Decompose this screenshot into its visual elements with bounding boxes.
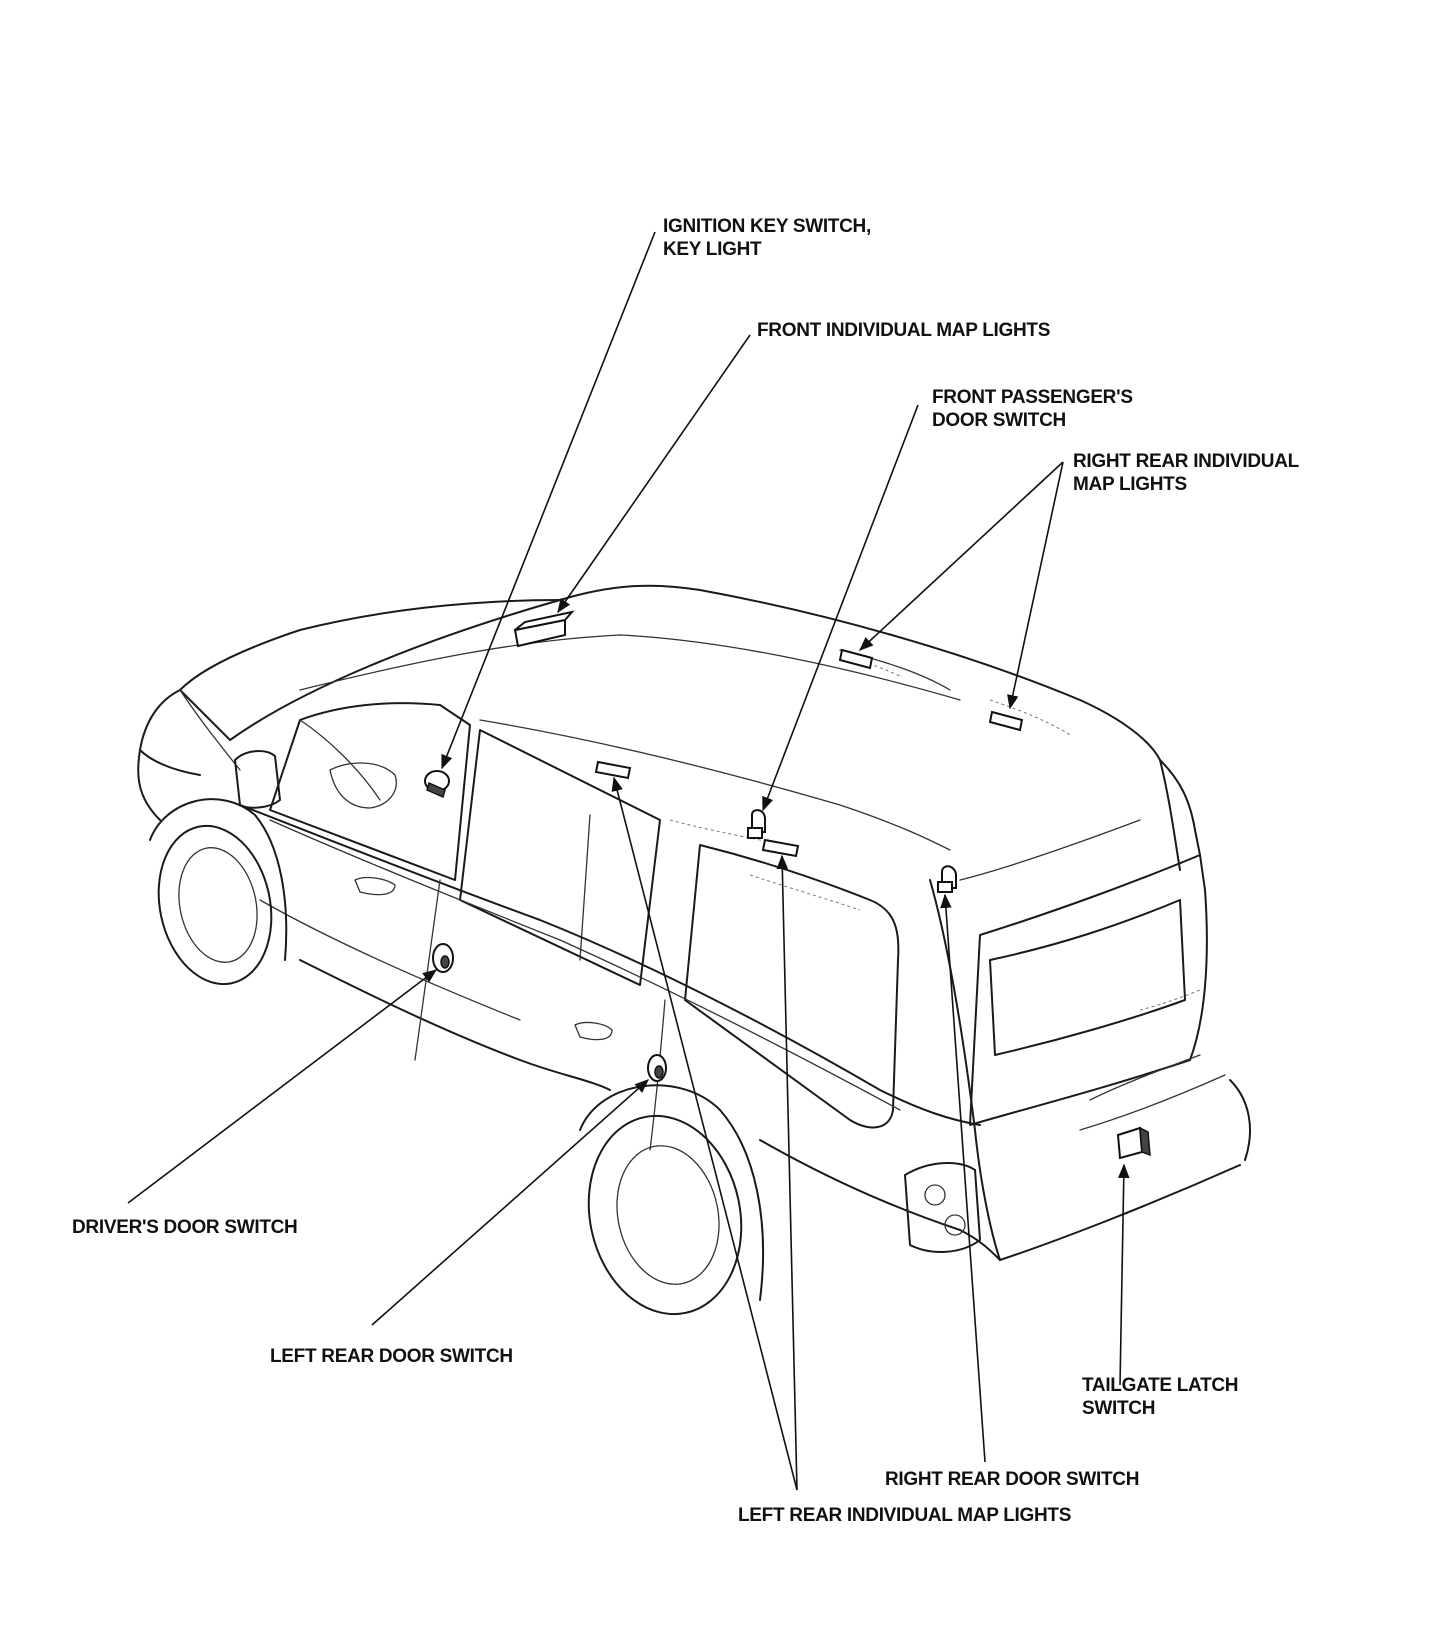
- right-rear-door-switch-icon: [937, 865, 957, 893]
- leader-lines: [127, 231, 1130, 1491]
- label-ignition-key-switch-line2: KEY LIGHT: [663, 239, 762, 260]
- vehicle-outline: [137, 584, 1251, 1316]
- label-front-map-lights: FRONT INDIVIDUAL MAP LIGHTS: [757, 320, 1050, 341]
- label-front-passenger-door-switch-line1: FRONT PASSENGER'S: [932, 387, 1133, 408]
- label-right-rear-door-switch: RIGHT REAR DOOR SWITCH: [885, 1469, 1139, 1490]
- label-left-rear-map-lights: LEFT REAR INDIVIDUAL MAP LIGHTS: [738, 1505, 1071, 1526]
- left-rear-map-light-2-icon: [761, 838, 800, 858]
- front-passenger-door-switch-icon: [747, 809, 766, 839]
- label-right-rear-map-lights-line2: MAP LIGHTS: [1073, 474, 1187, 495]
- left-rear-door-switch-icon: [647, 1054, 667, 1082]
- label-ignition-key-switch-line1: IGNITION KEY SWITCH,: [663, 216, 871, 237]
- tailgate-latch-switch-icon: [1116, 1126, 1151, 1160]
- label-left-rear-door-switch: LEFT REAR DOOR SWITCH: [270, 1346, 513, 1367]
- label-front-passenger-door-switch-line2: DOOR SWITCH: [932, 410, 1066, 431]
- right-rear-map-light-1-icon: [838, 648, 874, 670]
- components: [424, 610, 1151, 1160]
- drivers-door-switch-icon: [432, 943, 454, 973]
- label-tailgate-latch-switch-line2: SWITCH: [1082, 1398, 1155, 1419]
- ignition-key-switch-icon: [424, 770, 450, 799]
- left-rear-map-light-1-icon: [594, 760, 632, 780]
- right-rear-map-light-2-icon: [988, 710, 1024, 732]
- label-right-rear-map-lights-line1: RIGHT REAR INDIVIDUAL: [1073, 451, 1300, 472]
- label-tailgate-latch-switch-line1: TAILGATE LATCH: [1082, 1375, 1238, 1396]
- label-drivers-door-switch: DRIVER'S DOOR SWITCH: [72, 1217, 297, 1238]
- labels: IGNITION KEY SWITCH, KEY LIGHT FRONT IND…: [72, 216, 1300, 1526]
